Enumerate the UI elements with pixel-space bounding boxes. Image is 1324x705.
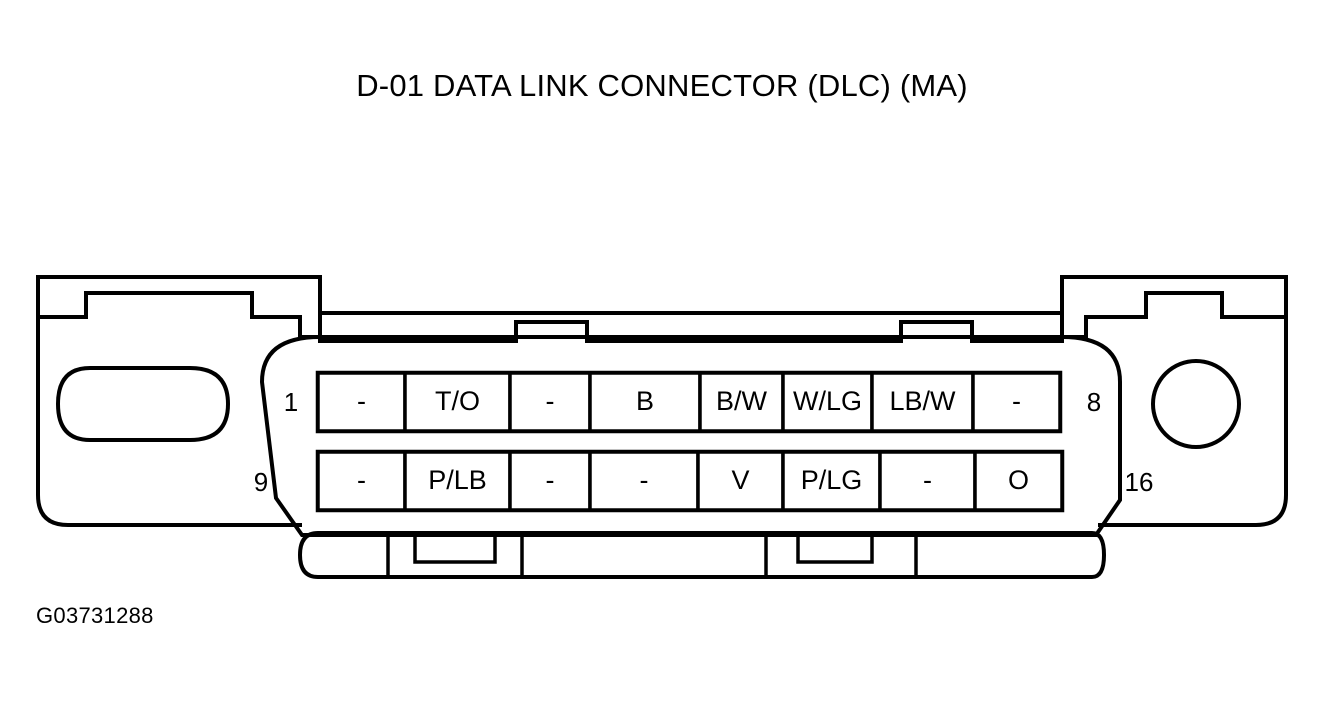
pin-cell bbox=[316, 371, 407, 433]
pin-cell-label: - bbox=[357, 386, 366, 416]
pin-cell-label: T/O bbox=[435, 386, 480, 416]
pin-cell-rows: - T/O - B B/W W/LG LB/W - - P/LB - - V P/LG - O bbox=[315, 370, 1065, 513]
bottom-tab-left bbox=[413, 533, 497, 564]
right-flange-hole bbox=[1151, 359, 1241, 449]
pin-cell bbox=[508, 450, 592, 512]
pin-cell bbox=[316, 450, 407, 512]
pin-cell-label: LB/W bbox=[889, 386, 956, 416]
pin-cell-label: P/LG bbox=[801, 465, 863, 495]
connector-top-bar bbox=[318, 311, 1064, 343]
pin-cell-label: - bbox=[357, 465, 366, 495]
top-row: - T/O - B B/W W/LG LB/W - bbox=[315, 370, 1063, 434]
pin-cell-label: O bbox=[1008, 465, 1029, 495]
pin-label-top-right: 8 bbox=[1087, 387, 1101, 417]
pin-cell bbox=[971, 371, 1062, 433]
connector-bottom-bar bbox=[297, 531, 1107, 579]
left-flange-slot bbox=[55, 366, 231, 442]
pin-label-bottom-left: 9 bbox=[254, 467, 268, 497]
pin-cell-label: - bbox=[923, 465, 932, 495]
pin-cell bbox=[588, 450, 700, 512]
pin-cell bbox=[508, 371, 592, 433]
bottom-row: - P/LB - - V P/LG - O bbox=[315, 449, 1065, 513]
pin-cell bbox=[781, 450, 882, 512]
pin-cell-label: - bbox=[640, 465, 649, 495]
pin-cell-label: - bbox=[1012, 386, 1021, 416]
pin-label-top-left: 1 bbox=[284, 387, 298, 417]
page-title: D-01 DATA LINK CONNECTOR (DLC) (MA) bbox=[356, 68, 968, 103]
pin-cell-label: V bbox=[731, 465, 749, 495]
figure-id-label: G03731288 bbox=[36, 603, 154, 628]
pin-cell bbox=[696, 450, 785, 512]
bottom-tab-right bbox=[796, 533, 874, 564]
pin-cell-label: - bbox=[546, 386, 555, 416]
pin-label-bottom-right: 16 bbox=[1125, 467, 1154, 497]
pin-cell-label: P/LB bbox=[428, 465, 487, 495]
pin-cell-label: B/W bbox=[716, 386, 768, 416]
pin-cell bbox=[973, 450, 1064, 512]
left-mounting-flange bbox=[36, 275, 322, 527]
connector-body bbox=[259, 335, 1122, 537]
pin-cell bbox=[698, 371, 785, 433]
pin-cell-label: B bbox=[636, 386, 654, 416]
pin-cell-label: - bbox=[546, 465, 555, 495]
pin-cell-label: W/LG bbox=[793, 386, 862, 416]
